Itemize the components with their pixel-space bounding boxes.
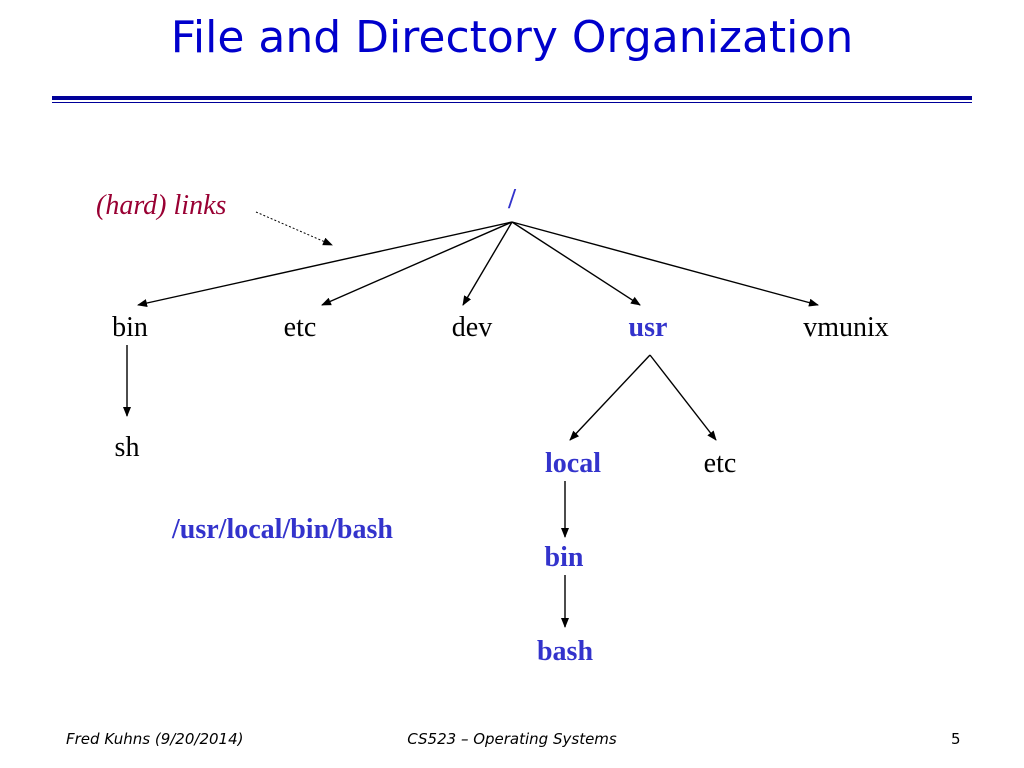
node-usr: usr xyxy=(628,312,668,343)
node-usr-etc: etc xyxy=(703,448,737,479)
edge-root-usr xyxy=(511,221,641,306)
edge-root-etc xyxy=(321,221,513,306)
node-bash: bash xyxy=(536,636,594,667)
slide-title: File and Directory Organization xyxy=(170,12,854,63)
edge-usr-etc xyxy=(649,354,717,441)
node-vmunix: vmunix xyxy=(803,312,889,343)
edge-usr-local xyxy=(569,354,651,441)
node-dev: dev xyxy=(451,312,493,343)
example-path: /usr/local/bin/bash xyxy=(172,514,393,545)
node-local: local xyxy=(545,448,601,479)
node-sh: sh xyxy=(114,432,140,463)
footer-course: CS523 – Operating Systems xyxy=(407,730,617,748)
edge-root-vmunix xyxy=(511,221,819,307)
footer-page-number: 5 xyxy=(951,730,961,748)
hard-links-annotation: (hard) links xyxy=(96,190,227,221)
node-local-bin: bin xyxy=(544,542,584,573)
node-root: / xyxy=(508,184,516,215)
edge-root-dev xyxy=(462,221,513,306)
footer-author: Fred Kuhns (9/20/2014) xyxy=(66,730,244,748)
node-bin: bin xyxy=(112,312,148,343)
title-rule-thin xyxy=(52,102,972,103)
edge-root-bin xyxy=(137,221,513,307)
annotation-pointer xyxy=(255,211,333,246)
title-rule-thick xyxy=(52,96,972,100)
node-etc: etc xyxy=(283,312,317,343)
